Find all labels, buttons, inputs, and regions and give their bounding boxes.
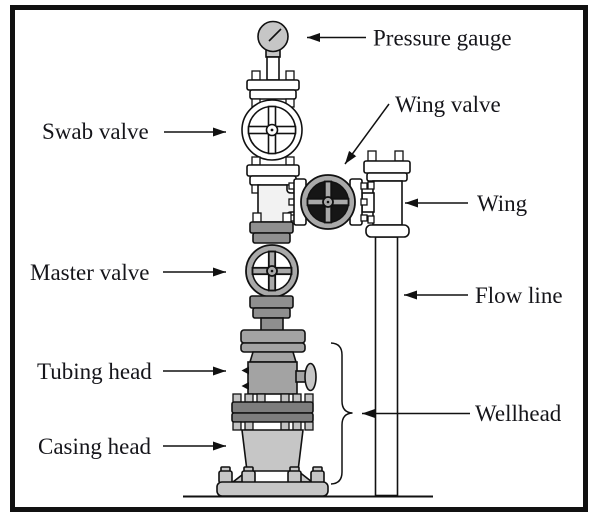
label-wing: Wing <box>477 191 528 216</box>
wing-pipe <box>363 150 411 238</box>
gauge-stem-pipe <box>266 56 280 81</box>
label-casing-head: Casing head <box>38 434 152 459</box>
bolt <box>367 150 377 162</box>
wing-pipe-top-flange <box>366 172 408 182</box>
bolt <box>292 421 302 431</box>
wing-pipe-body <box>372 180 403 226</box>
tubing-head-side-outlet <box>295 362 317 392</box>
label-master-valve: Master valve <box>30 260 149 285</box>
flow-line-pipe <box>374 236 399 497</box>
label-wellhead: Wellhead <box>475 401 562 426</box>
bolt <box>285 156 295 166</box>
bolt <box>232 421 242 431</box>
bolt <box>252 212 262 223</box>
bolt <box>244 421 254 431</box>
wing-valve-wheel <box>300 174 356 230</box>
bolt <box>360 182 368 190</box>
master-valve-bottom-flange <box>249 295 294 332</box>
label-wing-valve: Wing valve <box>395 92 501 117</box>
tubing-head-top-flange <box>240 342 306 353</box>
master-valve-wheel <box>245 244 299 298</box>
pipe-collar <box>365 224 410 238</box>
lockdown-screw <box>241 366 249 375</box>
tubing-head-body <box>247 361 298 395</box>
label-tubing-head: Tubing head <box>37 359 152 384</box>
bolt <box>360 214 368 222</box>
casing-head-flange <box>231 393 314 431</box>
pressure-gauge <box>257 20 289 81</box>
bolt <box>367 215 375 224</box>
master-valve-top-flange <box>249 212 294 244</box>
bolt <box>285 70 295 81</box>
arrow-wing-valve <box>344 103 390 165</box>
swab-valve-wheel <box>241 99 303 161</box>
bolt <box>304 421 314 431</box>
bolt <box>367 181 375 190</box>
label-pressure-gauge: Pressure gauge <box>373 26 512 51</box>
label-flow-line: Flow line <box>475 283 563 308</box>
tubing-head-top-flange <box>240 329 306 344</box>
gauge-needle <box>268 28 282 42</box>
label-swab-valve: Swab valve <box>42 119 149 144</box>
tubing-head <box>240 329 317 395</box>
base-flange <box>216 466 329 497</box>
base-plate <box>216 481 329 497</box>
wing-pipe-top-flange <box>363 160 411 174</box>
lockdown-screw <box>241 382 249 390</box>
casing-head-body <box>241 429 304 472</box>
casing-head <box>241 429 304 472</box>
bolt <box>394 150 404 162</box>
bolt <box>282 212 292 223</box>
bolt <box>360 198 368 206</box>
wing-valve <box>288 174 375 230</box>
bolt <box>280 421 290 431</box>
bolt <box>251 156 261 166</box>
wellhead-brace <box>330 342 353 485</box>
bolt <box>251 70 261 81</box>
